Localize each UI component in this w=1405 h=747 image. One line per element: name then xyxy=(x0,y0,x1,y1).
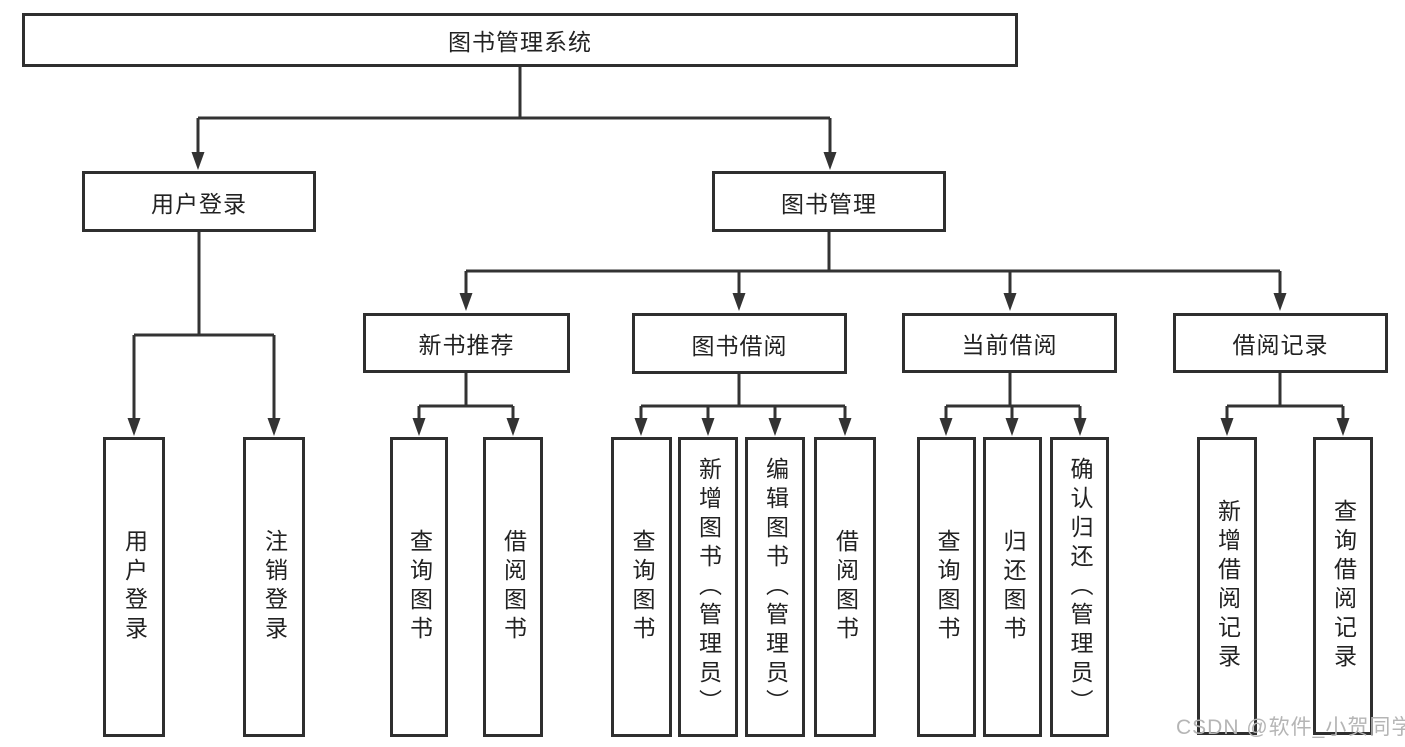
leaf-node-query-books-borrow: 查询图书 xyxy=(611,437,672,737)
node-new-book-recommend: 新书推荐 xyxy=(363,313,570,373)
node-book-management-branch: 图书管理 xyxy=(712,171,946,232)
node-current-borrowing: 当前借阅 xyxy=(902,313,1117,373)
node-label: 借阅记录 xyxy=(1232,332,1329,358)
node-label: 用户登录 xyxy=(121,529,148,645)
leaf-node-query-books-current: 查询图书 xyxy=(917,437,976,737)
leaf-node-user-login: 用户登录 xyxy=(103,437,165,737)
node-root-system: 图书管理系统 xyxy=(22,13,1018,67)
node-label: 查询图书 xyxy=(406,529,433,645)
node-label: 查询图书 xyxy=(629,529,655,645)
leaf-node-logout: 注销登录 xyxy=(243,437,305,737)
leaf-node-add-book-admin: 新增图书（管理员） xyxy=(678,437,738,737)
node-label: 新增图书（管理员） xyxy=(695,456,722,718)
leaf-node-return-book: 归还图书 xyxy=(983,437,1042,737)
csdn-watermark: CSDN @软件_小贺同学 xyxy=(1176,716,1405,739)
node-label: 借阅图书 xyxy=(832,529,859,645)
node-label: 查询图书 xyxy=(934,529,960,645)
leaf-node-add-borrow-record: 新增借阅记录 xyxy=(1197,437,1257,735)
node-borrowing-records: 借阅记录 xyxy=(1173,313,1388,373)
node-label: 新书推荐 xyxy=(418,332,515,358)
node-label: 用户登录 xyxy=(151,190,247,217)
leaf-node-borrow-books-recommend: 借阅图书 xyxy=(483,437,543,737)
node-label: 编辑图书（管理员） xyxy=(762,456,789,718)
leaf-node-query-borrow-record: 查询借阅记录 xyxy=(1313,437,1373,735)
node-label: 查询借阅记录 xyxy=(1330,499,1357,673)
node-label: 图书管理 xyxy=(781,190,877,217)
arrowheads xyxy=(127,152,1350,436)
node-label: 图书管理系统 xyxy=(448,29,592,55)
node-label: 新增借阅记录 xyxy=(1214,499,1241,673)
node-label: 归还图书 xyxy=(1000,529,1026,645)
node-book-borrowing: 图书借阅 xyxy=(632,313,847,374)
node-label: 当前借阅 xyxy=(961,332,1058,358)
connector-path xyxy=(132,67,1345,424)
node-user-login-branch: 用户登录 xyxy=(82,171,316,232)
leaf-node-edit-book-admin: 编辑图书（管理员） xyxy=(745,437,805,737)
leaf-node-confirm-return-admin: 确认归还（管理员） xyxy=(1050,437,1109,737)
node-label: 注销登录 xyxy=(261,529,288,645)
node-label: 确认归还（管理员） xyxy=(1067,456,1093,718)
node-label: 图书借阅 xyxy=(691,332,788,359)
leaf-node-borrow-books: 借阅图书 xyxy=(814,437,876,737)
leaf-node-query-books-recommend: 查询图书 xyxy=(390,437,448,737)
node-label: 借阅图书 xyxy=(500,529,527,645)
